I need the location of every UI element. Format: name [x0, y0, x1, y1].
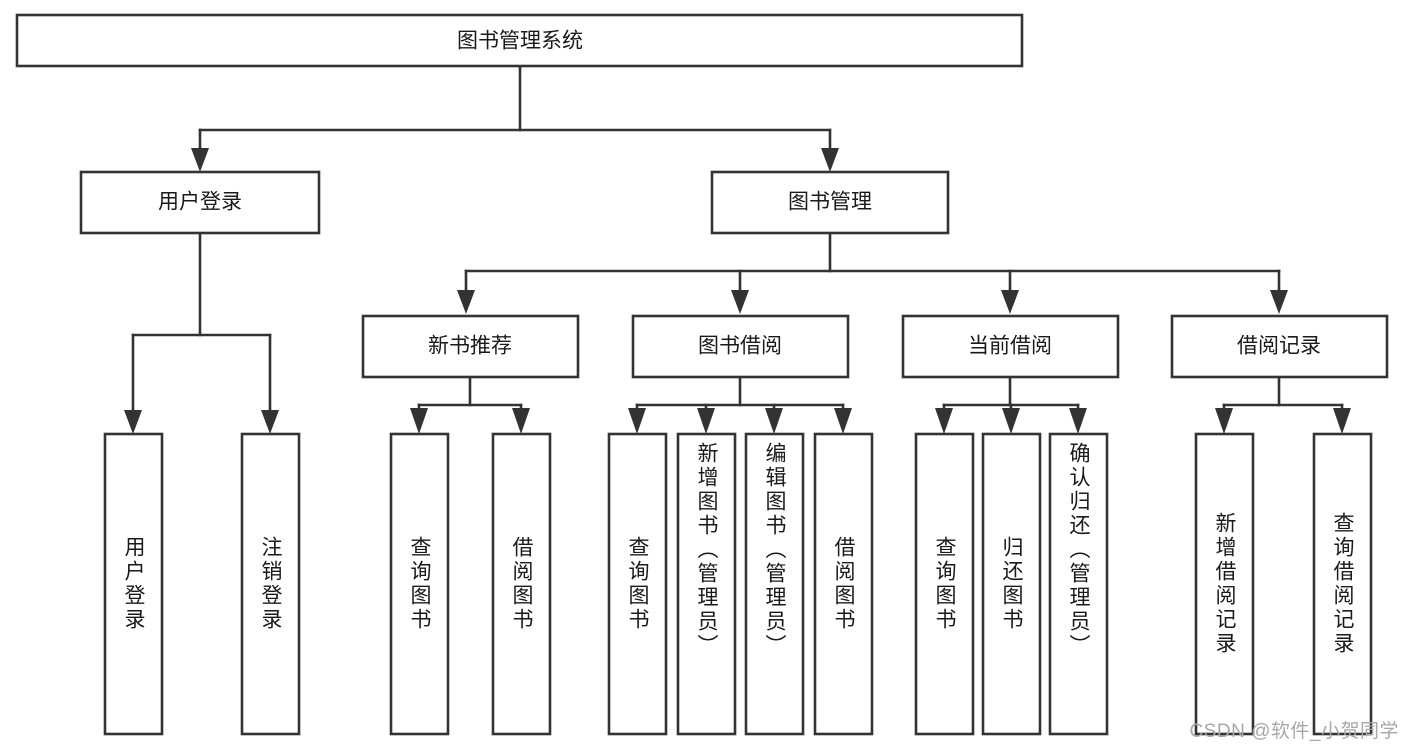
node-new-book-recommend-box[interactable] [361, 314, 580, 379]
arrow-cb-leaf-2 [1002, 408, 1020, 434]
node-current-borrow[interactable]: 当前借阅 [901, 314, 1120, 379]
node-book-borrow-box[interactable] [631, 314, 850, 379]
arrow-nb-leaf-2 [512, 408, 530, 434]
arrow-bb-leaf-1 [628, 408, 646, 434]
arrow-bb-leaf-2 [697, 408, 715, 434]
node-new-book-recommend[interactable]: 新书推荐 [361, 314, 580, 379]
node-user-login[interactable]: 用户登录 [79, 170, 321, 235]
node-borrow-record[interactable]: 借阅记录 [1170, 314, 1389, 379]
node-book-borrow-label: 图书借阅 [698, 335, 782, 358]
node-current-borrow-label: 当前借阅 [968, 335, 1052, 358]
leaf-box-br-query-record[interactable] [1312, 432, 1373, 736]
arrow-cb-leaf-3 [1069, 408, 1087, 434]
leaf-box-nb-query-book[interactable] [389, 432, 450, 736]
arrow-to-user-login [191, 148, 209, 172]
node-book-management-box[interactable] [710, 170, 950, 235]
node-book-borrow[interactable]: 图书借阅 [631, 314, 850, 379]
arrow-to-new-book [457, 290, 475, 314]
leaf-box-cb-query-book[interactable] [914, 432, 975, 736]
arrow-to-book-mgmt [821, 148, 839, 172]
leaf-box-bb-query-book[interactable] [607, 432, 668, 736]
node-current-borrow-box[interactable] [901, 314, 1120, 379]
node-borrow-record-label: 借阅记录 [1237, 335, 1321, 358]
arrow-to-leaf-user-login [124, 410, 142, 434]
arrow-cb-leaf-1 [935, 408, 953, 434]
node-book-management[interactable]: 图书管理 [710, 170, 950, 235]
arrow-br-leaf-1 [1215, 408, 1233, 434]
arrow-nb-leaf-1 [410, 408, 428, 434]
node-root-label: 图书管理系统 [457, 30, 583, 53]
leaf-boxes [103, 432, 1373, 736]
csdn-watermark: CSDN @软件_小贺同学 [1189, 721, 1399, 742]
node-user-login-label: 用户登录 [158, 191, 242, 214]
leaf-box-nb-borrow-book[interactable] [491, 432, 552, 736]
leaf-box-cb-confirm-return[interactable] [1048, 432, 1109, 736]
leaf-box-logout[interactable] [240, 432, 301, 736]
leaf-box-bb-borrow-book[interactable] [813, 432, 874, 736]
arrow-to-book-borrow [731, 290, 749, 314]
leaf-box-bb-edit-book[interactable] [744, 432, 805, 736]
node-borrow-record-box[interactable] [1170, 314, 1389, 379]
node-book-management-label: 图书管理 [788, 191, 872, 214]
leaf-box-bb-add-book[interactable] [676, 432, 737, 736]
arrow-to-leaf-logout [261, 410, 279, 434]
arrow-br-leaf-2 [1333, 408, 1351, 434]
connectors [124, 64, 1351, 434]
leaf-box-br-add-record[interactable] [1194, 432, 1255, 736]
leaf-box-user-login[interactable] [103, 432, 164, 736]
arrow-bb-leaf-3 [765, 408, 783, 434]
arrow-to-current-borrow [1001, 290, 1019, 314]
leaf-box-cb-return-book[interactable] [981, 432, 1042, 736]
arrow-bb-leaf-4 [834, 408, 852, 434]
node-user-login-box[interactable] [79, 170, 321, 235]
node-root-box[interactable] [15, 13, 1024, 68]
node-new-book-recommend-label: 新书推荐 [428, 335, 512, 358]
arrow-to-borrow-record [1270, 290, 1288, 314]
node-root[interactable]: 图书管理系统 [15, 13, 1024, 68]
